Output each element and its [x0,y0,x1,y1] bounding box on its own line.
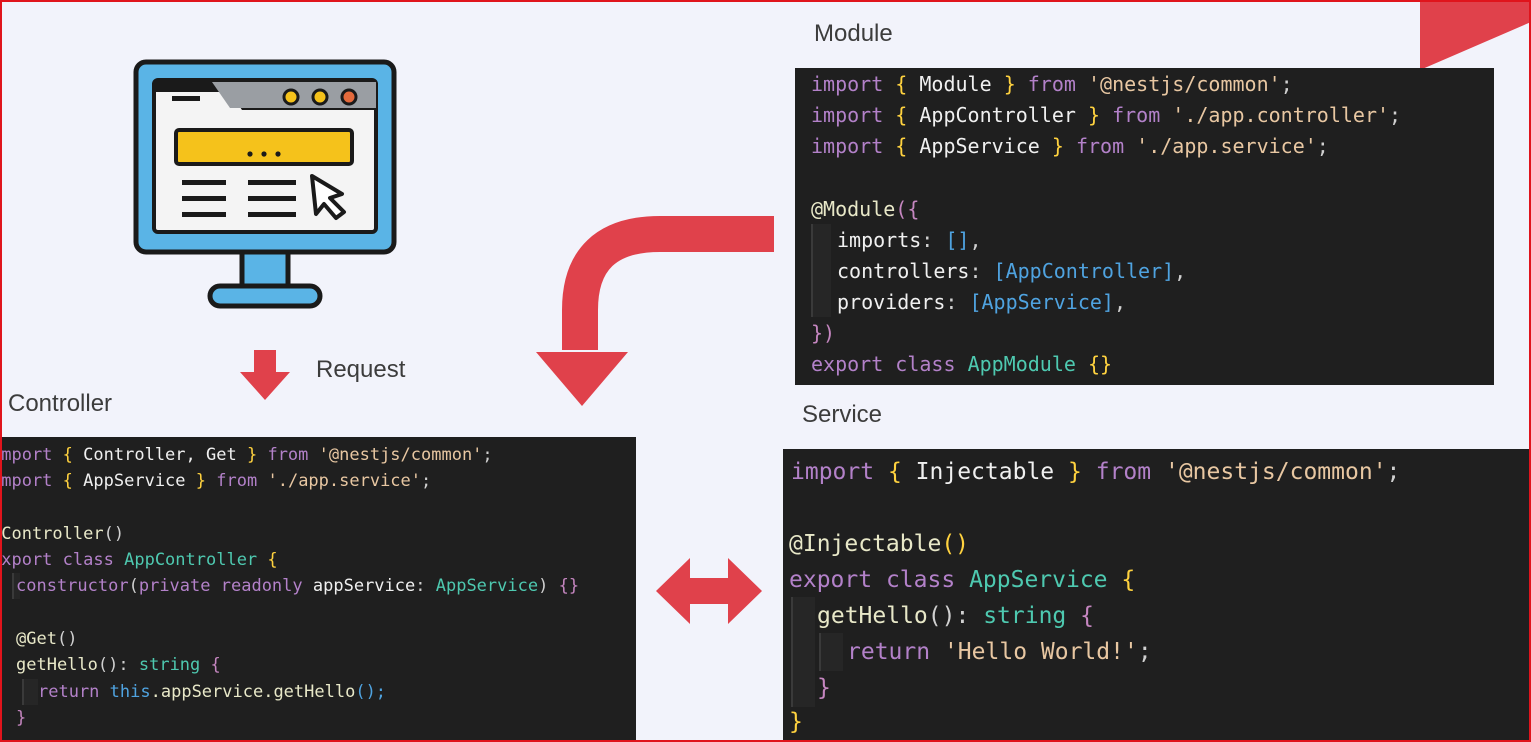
browser-window-monitor-icon [133,59,397,309]
code-line: export class AppController { [0,550,278,570]
code-line: } [16,708,27,728]
down-arrow-icon [240,350,290,400]
double-headed-arrow-icon [656,558,762,624]
code-line: getHello(): string { [16,655,221,675]
code-line: import { AppService } from './app.servic… [0,471,432,491]
code-line: export class AppModule {} [811,352,1113,376]
code-line: import { AppController } from './app.con… [811,103,1402,127]
module-code-block: import { Module } from '@nestjs/common';… [795,68,1494,385]
request-label: Request [316,356,406,383]
code-line: @Injectable() [789,531,970,557]
code-line: } [817,675,831,701]
curved-arrow-icon [536,216,774,406]
code-line: getHello(): string { [817,603,1094,629]
service-label: Service [802,401,883,428]
code-line: import { Module } from '@nestjs/common'; [811,72,1293,96]
code-line: imports: [], [837,228,982,252]
code-line: providers: [AppService], [837,290,1127,314]
code-line: @Get() [16,629,78,649]
controller-code-block: import { Controller, Get } from '@nestjs… [0,437,636,742]
code-line: @Controller() [0,524,125,544]
code-line: export class AppService { [789,567,1136,593]
code-line: import { AppService } from './app.servic… [811,134,1329,158]
code-line: import { Controller, Get } from '@nestjs… [0,445,493,465]
code-line: @Module({ [811,197,920,221]
code-line: } [789,709,803,735]
code-line: import { Injectable } from '@nestjs/comm… [791,459,1401,485]
code-line: return 'Hello World!'; [847,639,1152,665]
module-label: Module [814,20,893,47]
code-line: controllers: [AppController], [837,259,1187,283]
service-code-block: import { Injectable } from '@nestjs/comm… [783,449,1531,742]
code-line: constructor(private readonly appService:… [16,576,580,596]
corner-triangle-icon [1420,0,1531,70]
controller-label: Controller [8,390,113,417]
code-line: }) [811,321,836,345]
code-line: return this.appService.getHello(); [38,682,387,702]
